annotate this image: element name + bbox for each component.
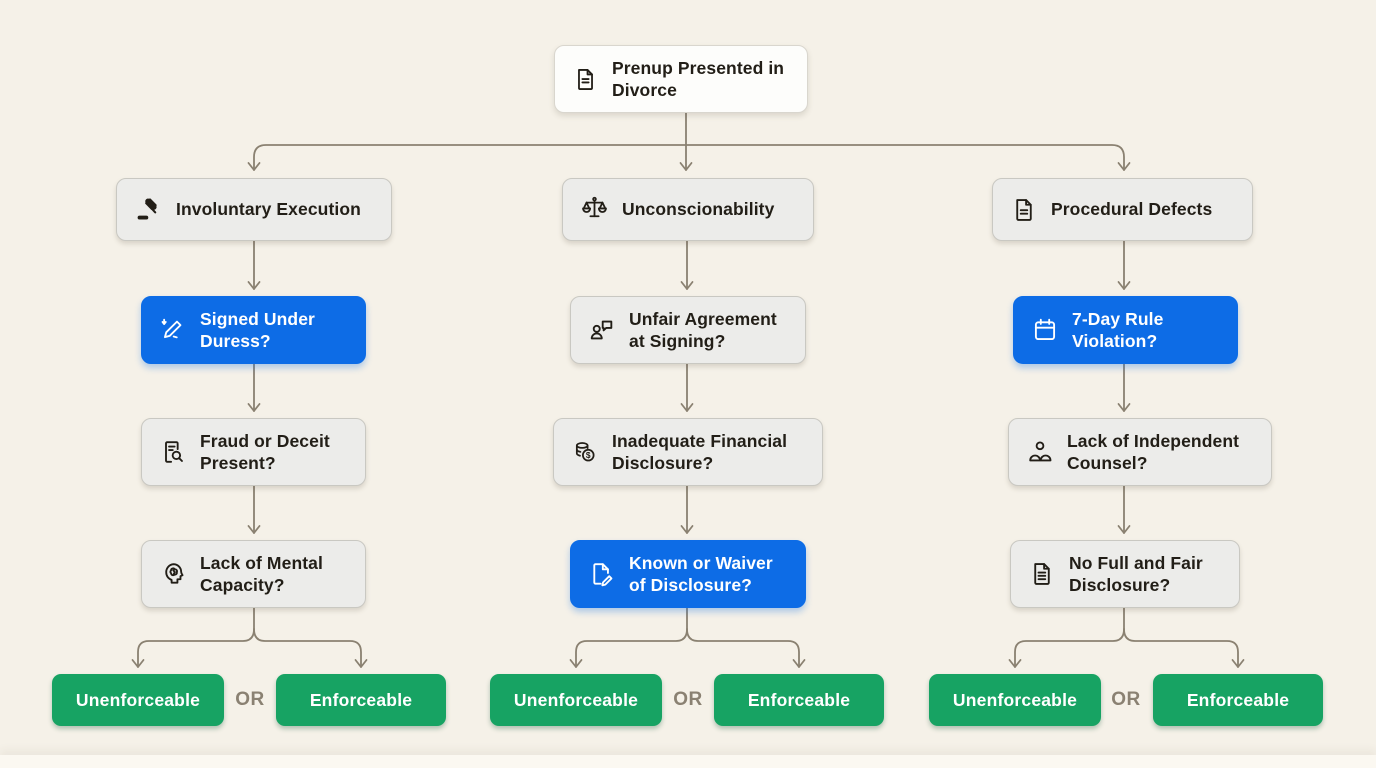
branch-header-label: Procedural Defects	[1051, 199, 1213, 220]
outcome-unenforceable: Unenforceable	[52, 674, 224, 726]
outcome-enforceable: Enforceable	[1153, 674, 1323, 726]
outcome-label: Enforceable	[1186, 689, 1290, 710]
outcome-label: Enforceable	[747, 689, 851, 710]
step-label: Fraud or Deceit Present?	[200, 430, 330, 473]
or-label: OR	[1111, 689, 1141, 710]
branch-header-label: Involuntary Execution	[176, 199, 361, 220]
outcome-unenforceable: Unenforceable	[929, 674, 1101, 726]
outcome-label: Enforceable	[309, 689, 413, 710]
people-icon	[1026, 438, 1054, 466]
outcome-label: Unenforceable	[952, 689, 1078, 710]
root-node-prenup-presented: Prenup Presented in Divorce	[554, 45, 808, 113]
coins-icon: $	[571, 438, 599, 466]
step-lack-of-independent-counsel: Lack of Independent Counsel?	[1008, 418, 1272, 486]
branch-header-procedural-defects: Procedural Defects	[992, 178, 1253, 241]
outcome-enforceable: Enforceable	[714, 674, 884, 726]
outcome-label: Unenforceable	[513, 689, 639, 710]
or-label: OR	[673, 689, 703, 710]
document-icon	[1010, 196, 1038, 224]
calendar-icon	[1031, 316, 1059, 344]
step-inadequate-financial-disclosure: $ Inadequate Financial Disclosure?	[553, 418, 823, 486]
step-unfair-agreement: Unfair Agreement at Signing?	[570, 296, 806, 364]
outcome-unenforceable: Unenforceable	[490, 674, 662, 726]
branch-header-label: Unconscionability	[622, 199, 775, 220]
svg-text:$: $	[586, 450, 591, 460]
step-label: 7-Day Rule Violation?	[1072, 308, 1164, 351]
step-label: Signed Under Duress?	[200, 308, 315, 351]
gavel-icon	[134, 195, 163, 224]
head-brain-icon	[159, 560, 187, 588]
document-icon	[572, 66, 599, 93]
outcome-label: Unenforceable	[75, 689, 201, 710]
step-label: Lack of Mental Capacity?	[200, 552, 323, 595]
outcome-enforceable: Enforceable	[276, 674, 446, 726]
document-lines-icon	[1028, 560, 1056, 588]
branch-header-unconscionability: Unconscionability	[562, 178, 814, 241]
step-no-full-and-fair-disclosure: No Full and Fair Disclosure?	[1010, 540, 1240, 608]
step-label: Known or Waiver of Disclosure?	[629, 552, 773, 595]
branch-header-involuntary-execution: Involuntary Execution	[116, 178, 392, 241]
step-signed-under-duress: Signed Under Duress?	[141, 296, 366, 364]
page-bottom-edge	[0, 755, 1376, 768]
or-label: OR	[235, 689, 265, 710]
step-lack-of-mental-capacity: Lack of Mental Capacity?	[141, 540, 366, 608]
scales-icon	[580, 195, 609, 224]
step-label: Lack of Independent Counsel?	[1067, 430, 1240, 473]
step-label: No Full and Fair Disclosure?	[1069, 552, 1203, 595]
document-edit-icon	[588, 560, 616, 588]
person-chat-icon	[588, 316, 616, 344]
step-label: Unfair Agreement at Signing?	[629, 308, 777, 351]
signature-icon	[159, 316, 187, 344]
root-node-label: Prenup Presented in Divorce	[612, 57, 785, 100]
step-7-day-rule-violation: 7-Day Rule Violation?	[1013, 296, 1238, 364]
step-known-or-waiver: Known or Waiver of Disclosure?	[570, 540, 806, 608]
step-fraud-or-deceit: Fraud or Deceit Present?	[141, 418, 366, 486]
step-label: Inadequate Financial Disclosure?	[612, 430, 788, 473]
document-search-icon	[159, 438, 187, 466]
